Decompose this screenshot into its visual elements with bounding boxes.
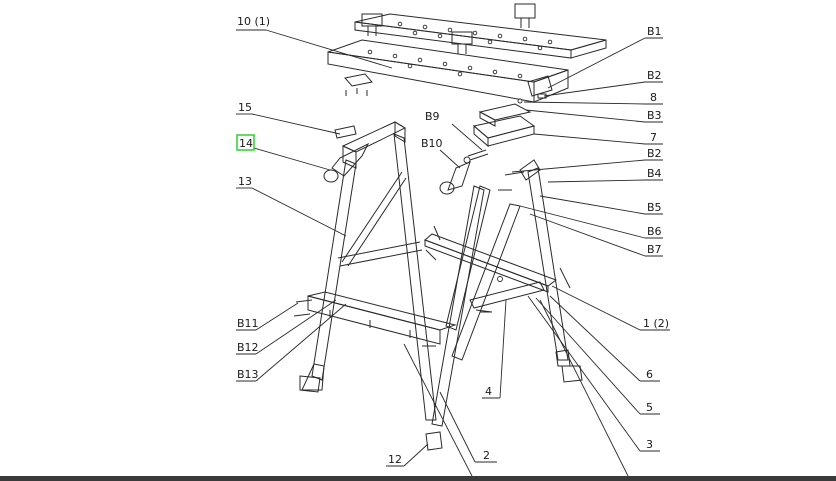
- callout-10-1[interactable]: 10 (1): [237, 15, 270, 28]
- callout-b11[interactable]: B11: [237, 317, 259, 330]
- workbench-parts: [293, 3, 607, 451]
- rear-top-board: [354, 13, 607, 59]
- callout-7[interactable]: 7: [650, 131, 657, 144]
- callout-b3[interactable]: B3: [647, 109, 662, 122]
- leader-lines: [236, 29, 670, 476]
- callout-b4[interactable]: B4: [647, 167, 662, 180]
- center-front-leg: [431, 185, 485, 427]
- lower-front-rail: [307, 291, 457, 347]
- callout-6[interactable]: 6: [646, 368, 653, 381]
- callout-labels: 10 (1) 15 14 13 B11 B12 B13 12 2 4 B1 B2…: [237, 15, 669, 466]
- callout-1-2[interactable]: 1 (2): [643, 317, 669, 330]
- front-top-board: [327, 39, 569, 103]
- callout-b13[interactable]: B13: [237, 368, 259, 381]
- crank-handle-14: [323, 142, 370, 183]
- right-legs: [451, 167, 583, 383]
- shaft-b9: [467, 149, 489, 161]
- foot-caps: [299, 375, 443, 451]
- crank-handle-b10: [439, 156, 471, 195]
- left-brace: [337, 171, 423, 267]
- callout-b10[interactable]: B10: [421, 137, 443, 150]
- label-plate-15: [334, 125, 357, 139]
- center-rear-leg: [445, 185, 491, 331]
- callout-15[interactable]: 15: [238, 101, 252, 114]
- callout-5[interactable]: 5: [646, 401, 653, 414]
- callout-b1[interactable]: B1: [647, 25, 662, 38]
- callout-2[interactable]: 2: [483, 449, 490, 462]
- board-bracket-screws: [344, 73, 373, 96]
- left-frame-head: [341, 121, 407, 169]
- callout-b9[interactable]: B9: [425, 110, 440, 123]
- top-cross-bracket: [472, 115, 536, 148]
- clamp-block: [478, 103, 532, 127]
- callout-b2-mid[interactable]: B2: [647, 147, 662, 160]
- callout-3[interactable]: 3: [646, 438, 653, 451]
- callout-14[interactable]: 14: [239, 137, 253, 150]
- left-rear-leg: [393, 133, 437, 421]
- callout-b2-top[interactable]: B2: [647, 69, 662, 82]
- left-front-leg: [301, 159, 357, 391]
- callout-highlight-box: [236, 134, 255, 151]
- right-frame-head: [519, 159, 541, 181]
- callout-13[interactable]: 13: [238, 175, 252, 188]
- callout-b5[interactable]: B5: [647, 201, 662, 214]
- callout-b12[interactable]: B12: [237, 341, 259, 354]
- callout-b6[interactable]: B6: [647, 225, 662, 238]
- bottom-status-bar: [0, 476, 836, 481]
- right-cross-rail: [424, 233, 558, 293]
- callout-b7[interactable]: B7: [647, 243, 662, 256]
- clamp-pegs: [361, 3, 536, 54]
- callout-12[interactable]: 12: [388, 453, 402, 466]
- callout-4[interactable]: 4: [485, 385, 492, 398]
- callout-8[interactable]: 8: [650, 91, 657, 104]
- bolts: [293, 171, 571, 317]
